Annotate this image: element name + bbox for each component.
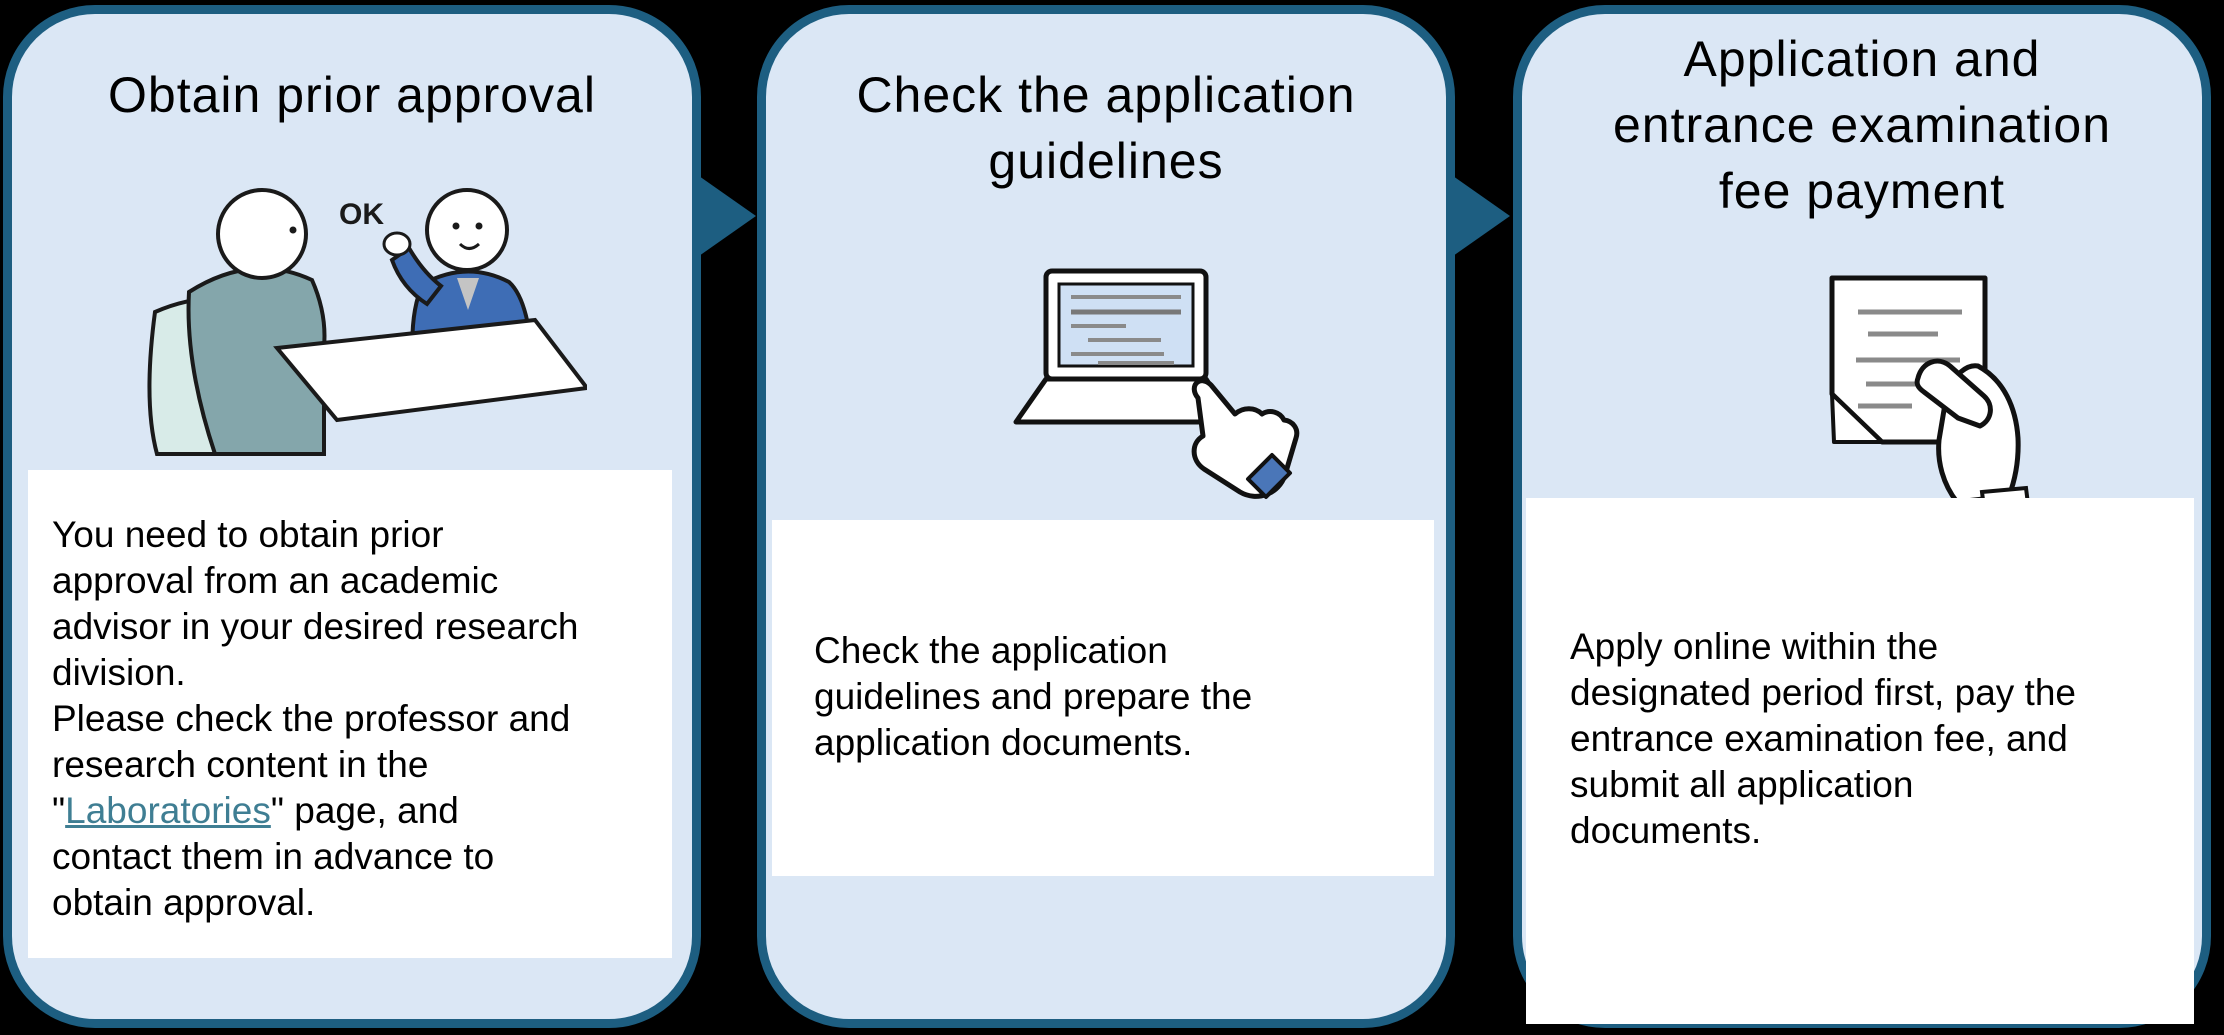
step-1-description-after-link: " page, and contact them in advance to o… bbox=[52, 790, 495, 923]
step-2-title: Check the application guidelines bbox=[856, 67, 1356, 189]
laptop-check-illustration bbox=[976, 266, 1306, 521]
step-2-description: Check the application guidelines and pre… bbox=[814, 630, 1253, 763]
step-3-title: Application and entrance examination fee… bbox=[1612, 31, 2112, 219]
step-card-1: Obtain prior approval OK bbox=[3, 5, 701, 1028]
document-payment-illustration bbox=[1770, 270, 2100, 520]
laptop-pointer-icon bbox=[1013, 268, 1300, 499]
flow-arrow-right-icon bbox=[1453, 176, 1510, 256]
step-3-text-box: Apply online within the designated perio… bbox=[1526, 498, 2194, 1024]
step-card-3: Application and entrance examination fee… bbox=[1513, 5, 2211, 1028]
step-1-description-before-link: You need to obtain prior approval from a… bbox=[52, 514, 579, 831]
step-1-title: Obtain prior approval bbox=[108, 67, 596, 123]
step-3-description: Apply online within the designated perio… bbox=[1570, 626, 2076, 851]
step-1-description: You need to obtain prior approval from a… bbox=[52, 512, 660, 926]
advisor-approval-illustration: OK bbox=[127, 152, 587, 462]
laboratories-link[interactable]: Laboratories bbox=[65, 790, 271, 831]
advisor-ok-icon: OK bbox=[147, 188, 587, 456]
step-card-2: Check the application guidelines Check t… bbox=[757, 5, 1455, 1028]
step-2-text-box: Check the application guidelines and pre… bbox=[772, 520, 1434, 876]
document-hand-icon bbox=[1829, 275, 2050, 520]
ok-label: OK bbox=[339, 198, 384, 231]
flow-arrow-right-icon bbox=[699, 176, 756, 256]
step-1-text-box: You need to obtain prior approval from a… bbox=[28, 470, 672, 958]
